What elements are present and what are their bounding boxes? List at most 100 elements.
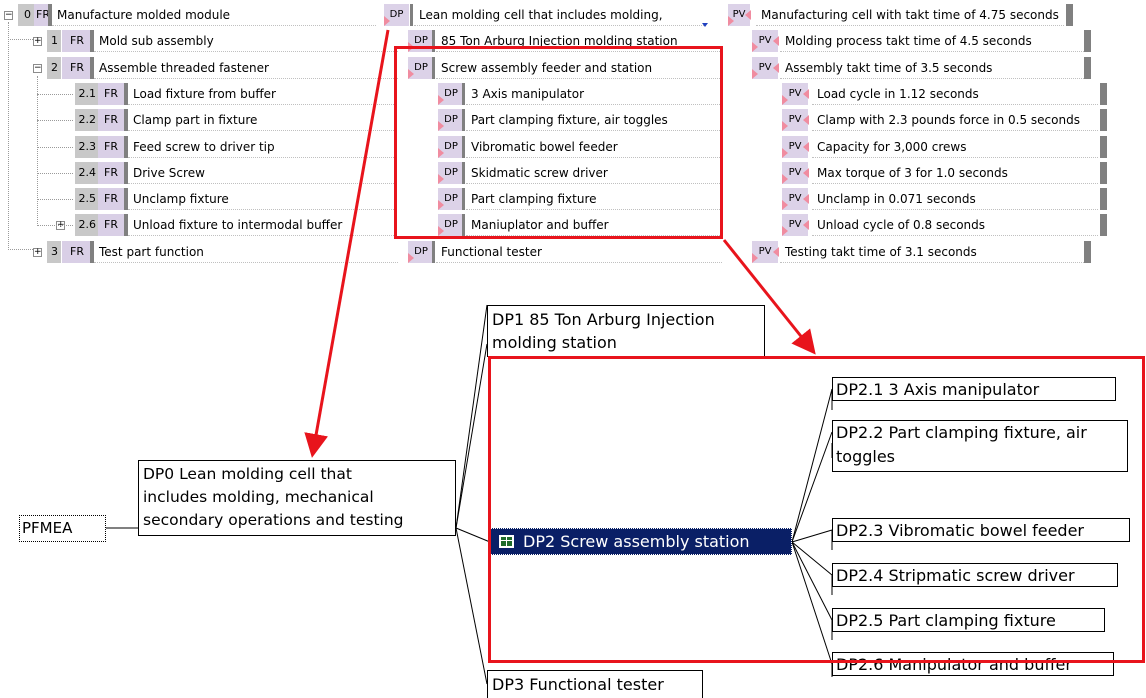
dp2-6-line-1: DP2.6 Manipulator and buffer [836, 655, 1072, 674]
dp2-2-line-2: toggles [836, 447, 895, 466]
pv-marker-right [803, 194, 809, 204]
fr-badge: FR [62, 241, 92, 263]
row-end-bar [1100, 83, 1107, 105]
pv-text[interactable]: Unclamp in 0.071 seconds [812, 188, 1098, 210]
fr-badge: FR [98, 109, 124, 131]
pv-marker-right [803, 168, 809, 178]
dp-marker [438, 200, 444, 210]
pv-text[interactable]: Assembly takt time of 3.5 seconds [780, 57, 1084, 79]
pv-text[interactable]: Capacity for 3,000 crews [812, 136, 1098, 158]
dp-divider [462, 188, 465, 210]
dp-text[interactable]: Part clamping fixture [466, 188, 722, 210]
dp-text[interactable]: Maniuplator and buffer [466, 214, 722, 236]
edge-dp2-child-1 [791, 388, 833, 543]
dp-marker [438, 148, 444, 158]
plus-box-icon[interactable]: + [33, 36, 42, 46]
pv-text[interactable]: Manufacturing cell with takt time of 4.7… [756, 4, 1064, 26]
dp-text[interactable]: Vibromatic bowel feeder [466, 136, 722, 158]
dp2-1-line-1: DP2.1 3 Axis manipulator [836, 380, 1040, 399]
pv-badge: PV [752, 30, 778, 52]
row-end-bar [1066, 4, 1073, 26]
dp-divider [432, 30, 435, 52]
dp-text[interactable]: 3 Axis manipulator [466, 83, 722, 105]
pv-badge: PV [782, 83, 808, 105]
dp-badge: DP [408, 57, 434, 79]
pv-marker [782, 174, 788, 184]
row-end-bar [1084, 57, 1091, 79]
edge-dp0-dp2 [455, 527, 491, 543]
pv-marker [782, 95, 788, 105]
dp2-3-node[interactable]: DP2.3 Vibromatic bowel feeder [832, 518, 1130, 542]
dropdown-caret-icon[interactable] [702, 23, 708, 27]
pv-text[interactable]: Load cycle in 1.12 seconds [812, 83, 1098, 105]
dp-marker [408, 69, 414, 79]
pv-marker [782, 121, 788, 131]
dp2-4-node[interactable]: DP2.4 Stripmatic screw driver [832, 563, 1118, 587]
dp-divider [462, 162, 465, 184]
minus-box-icon[interactable]: − [33, 63, 42, 73]
row-end-bar [1100, 109, 1107, 131]
dp-divider [410, 4, 413, 26]
fr-divider [124, 162, 128, 184]
dp2-6-node[interactable]: DP2.6 Manipulator and buffer [832, 652, 1114, 676]
pv-marker-right [773, 36, 779, 46]
pv-text[interactable]: Max torque of 3 for 1.0 seconds [812, 162, 1098, 184]
row-number: 2.1 [75, 83, 99, 105]
dp-text[interactable]: Screw assembly feeder and station [436, 57, 722, 79]
dp1-line-2: molding station [492, 333, 617, 352]
plus-box-icon[interactable]: + [33, 247, 42, 257]
fr-badge: FR [98, 162, 124, 184]
tree-guide [37, 199, 73, 200]
fr-divider [124, 83, 128, 105]
dp-marker [408, 253, 414, 263]
row-number: 3 [47, 241, 61, 263]
pv-marker-right [773, 63, 779, 73]
row-number: 2.3 [75, 136, 99, 158]
row-end-bar [1100, 162, 1107, 184]
dp2-2-line-1: DP2.2 Part clamping fixture, air [836, 423, 1087, 442]
dp-marker [438, 226, 444, 236]
dp-text[interactable]: Functional tester [436, 241, 722, 263]
dp-text[interactable]: Part clamping fixture, air toggles [466, 109, 722, 131]
row-end-bar [1084, 30, 1091, 52]
dp-divider [462, 214, 465, 236]
tree-guide [37, 225, 73, 226]
subtree-highlight-box [488, 356, 1145, 663]
dp0-line-2: includes molding, mechanical [143, 488, 374, 506]
pv-text[interactable]: Testing takt time of 3.1 seconds [780, 241, 1084, 263]
dp-badge: DP [438, 83, 464, 105]
dp-badge: DP [408, 241, 434, 263]
fr-badge: FR [98, 214, 124, 236]
dp2-4-line-1: DP2.4 Stripmatic screw driver [836, 566, 1075, 585]
dp-badge: DP [438, 188, 464, 210]
pv-marker-right [745, 10, 751, 20]
pv-text[interactable]: Molding process takt time of 4.5 seconds [780, 30, 1084, 52]
edge-dp2-child-4 [791, 541, 833, 576]
fr-badge: FR [62, 57, 92, 79]
dp3-node[interactable]: DP3 Functional tester [487, 670, 703, 698]
dp2-label: DP2 Screw assembly station [523, 532, 750, 551]
row-number: 2.2 [75, 109, 99, 131]
pv-marker-right [803, 115, 809, 125]
pv-text[interactable]: Clamp with 2.3 pounds force in 0.5 secon… [812, 109, 1098, 131]
dp-divider [462, 109, 465, 131]
pv-text[interactable]: Unload cycle of 0.8 seconds [812, 214, 1098, 236]
dp-text[interactable]: Lean molding cell that includes molding, [414, 4, 704, 26]
dp2-5-node[interactable]: DP2.5 Part clamping fixture [832, 608, 1105, 632]
tree-guide [8, 39, 33, 40]
pv-badge: PV [752, 57, 778, 79]
dp2-node-selected[interactable]: DP2 Screw assembly station [490, 528, 792, 555]
pfmea-node[interactable]: PFMEA [19, 515, 106, 542]
edge-dp0-dp1-top [455, 304, 488, 529]
dp-divider [462, 136, 465, 158]
minus-box-icon[interactable]: − [4, 10, 13, 20]
fr-text[interactable]: Manufacture molded module [52, 4, 376, 26]
dp-text[interactable]: Skidmatic screw driver [466, 162, 722, 184]
dp2-2-node[interactable]: DP2.2 Part clamping fixture, air toggles [832, 420, 1128, 472]
tree-guide [37, 173, 73, 174]
dp-badge: DP [438, 162, 464, 184]
dp2-1-node[interactable]: DP2.1 3 Axis manipulator [832, 377, 1116, 401]
fr-divider [124, 136, 128, 158]
dp0-node[interactable]: DP0 Lean molding cell that includes mold… [138, 460, 456, 536]
dp1-node[interactable]: DP1 85 Ton Arburg Injection molding stat… [487, 305, 765, 357]
